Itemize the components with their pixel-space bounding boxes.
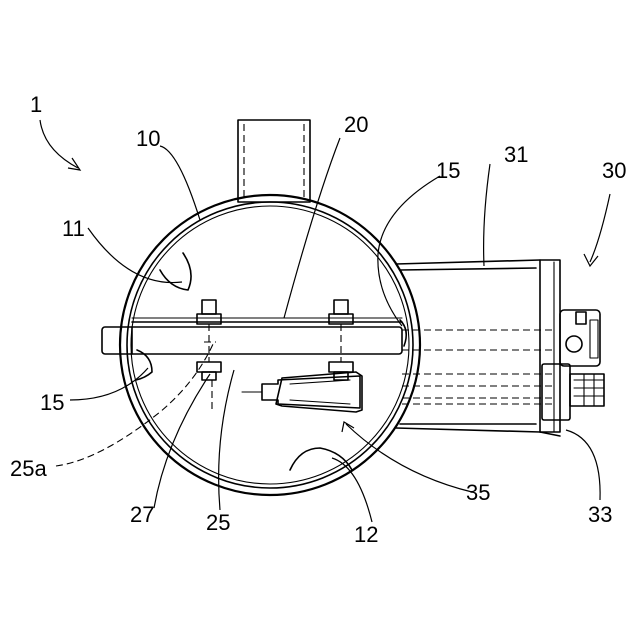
label-25a: 25a [10, 456, 47, 481]
opening-12 [290, 448, 352, 470]
vessel-ring [120, 195, 420, 495]
label-15-left: 15 [40, 390, 64, 415]
label-31: 31 [504, 142, 528, 167]
label-11: 11 [62, 216, 85, 241]
leader-lines [40, 120, 610, 522]
top-duct [238, 120, 310, 202]
bolt-right [329, 300, 353, 380]
opening-11 [160, 253, 191, 290]
label-27: 27 [130, 502, 154, 527]
reference-numerals: 1 10 11 20 15 31 30 15 25a 27 25 12 35 3… [10, 92, 626, 547]
label-25: 25 [206, 510, 230, 535]
label-12: 12 [354, 522, 378, 547]
label-20: 20 [344, 112, 368, 137]
label-10: 10 [136, 126, 160, 151]
label-33: 33 [588, 502, 612, 527]
label-35: 35 [466, 480, 490, 505]
bar-25 [102, 327, 402, 354]
label-30: 30 [602, 158, 626, 183]
label-15-right: 15 [436, 158, 460, 183]
bolt-left [197, 300, 221, 410]
label-1: 1 [30, 92, 42, 117]
handle-35 [242, 372, 362, 412]
